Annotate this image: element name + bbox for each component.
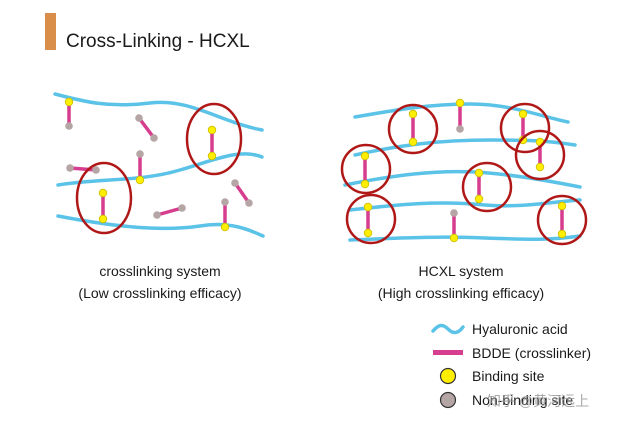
ha-strand bbox=[56, 214, 265, 238]
binding-site bbox=[535, 162, 545, 172]
non-binding-site bbox=[221, 198, 229, 206]
gray-dot-icon bbox=[428, 390, 468, 410]
non-binding-site bbox=[178, 204, 186, 212]
binding-site bbox=[207, 125, 217, 135]
non-binding-site bbox=[65, 122, 73, 130]
crosslink-circle bbox=[185, 102, 243, 176]
hyaluronic-acid-strands bbox=[343, 102, 582, 242]
crosslink-highlights bbox=[75, 102, 243, 235]
binding-sites bbox=[360, 98, 567, 243]
binding-sites bbox=[64, 97, 230, 232]
wave-icon bbox=[428, 319, 468, 339]
non-binding-site bbox=[153, 211, 161, 219]
right-panel bbox=[340, 98, 588, 246]
legend-item-bdde: BDDE (crosslinker) bbox=[428, 343, 591, 363]
bdde-crosslinkers bbox=[363, 101, 564, 240]
legend-label: Non-binding site bbox=[472, 392, 574, 408]
non-binding-sites bbox=[65, 114, 253, 219]
crosslink-circle bbox=[75, 161, 133, 235]
yellow-dot-icon bbox=[428, 366, 468, 386]
binding-site bbox=[408, 137, 418, 147]
legend-item-non-binding-site: Non-binding site bbox=[428, 390, 573, 410]
crosslink-circle bbox=[499, 102, 551, 154]
non-binding-site bbox=[135, 114, 143, 122]
binding-site bbox=[98, 188, 108, 198]
non-binding-site bbox=[66, 164, 74, 172]
binding-site bbox=[363, 228, 373, 238]
binding-site bbox=[98, 214, 108, 224]
binding-site bbox=[449, 233, 459, 243]
ha-strand bbox=[53, 92, 264, 132]
crosslink-highlights bbox=[340, 102, 588, 246]
binding-site bbox=[455, 98, 465, 108]
legend-label: Binding site bbox=[472, 368, 545, 384]
non-binding-site bbox=[150, 134, 158, 142]
non-binding-site bbox=[245, 199, 253, 207]
binding-site bbox=[360, 179, 370, 189]
legend-label: Hyaluronic acid bbox=[472, 321, 568, 337]
legend-label: BDDE (crosslinker) bbox=[472, 345, 592, 361]
watermark: 知乎 @黄河远上 bbox=[487, 393, 590, 409]
crosslink-circle bbox=[514, 129, 566, 181]
crosslink-circle bbox=[387, 103, 439, 155]
crosslink-circle bbox=[340, 143, 392, 195]
left-caption-title: crosslinking system bbox=[99, 263, 221, 279]
binding-site bbox=[557, 201, 567, 211]
legend-item-hyaluronic-acid: Hyaluronic acid bbox=[428, 319, 568, 339]
right-caption-title: HCXL system bbox=[418, 263, 504, 279]
binding-site bbox=[518, 109, 528, 119]
right-caption-subtitle: (High crosslinking efficacy) bbox=[377, 285, 545, 301]
legend-item-binding-site: Binding site bbox=[428, 366, 544, 386]
non-binding-site bbox=[136, 150, 144, 158]
ha-strand bbox=[353, 102, 570, 124]
crosslink-circle bbox=[345, 193, 397, 245]
binding-site bbox=[474, 194, 484, 204]
non-binding-site bbox=[450, 209, 458, 217]
non-binding-sites bbox=[450, 125, 464, 217]
binding-site bbox=[474, 168, 484, 178]
left-caption-subtitle: (Low crosslinking efficacy) bbox=[78, 285, 242, 301]
bdde-bar bbox=[68, 166, 98, 172]
bar-icon bbox=[428, 343, 468, 363]
crosslink-circle bbox=[461, 161, 513, 213]
binding-site bbox=[363, 202, 373, 212]
left-panel bbox=[53, 92, 265, 238]
title-accent-bar bbox=[45, 13, 56, 50]
binding-site bbox=[64, 97, 74, 107]
binding-site bbox=[207, 151, 217, 161]
binding-site bbox=[360, 151, 370, 161]
bdde-bar bbox=[233, 181, 251, 205]
binding-site bbox=[135, 175, 145, 185]
non-binding-site bbox=[231, 179, 239, 187]
non-binding-site bbox=[456, 125, 464, 133]
ha-strand bbox=[348, 198, 582, 212]
bdde-bar bbox=[155, 206, 184, 217]
binding-site bbox=[220, 222, 230, 232]
binding-site bbox=[408, 109, 418, 119]
crosslink-circle bbox=[536, 194, 588, 246]
page-title: Cross-Linking - HCXL bbox=[66, 31, 250, 52]
binding-site bbox=[557, 229, 567, 239]
non-binding-site bbox=[92, 166, 100, 174]
bdde-bar bbox=[137, 116, 156, 140]
